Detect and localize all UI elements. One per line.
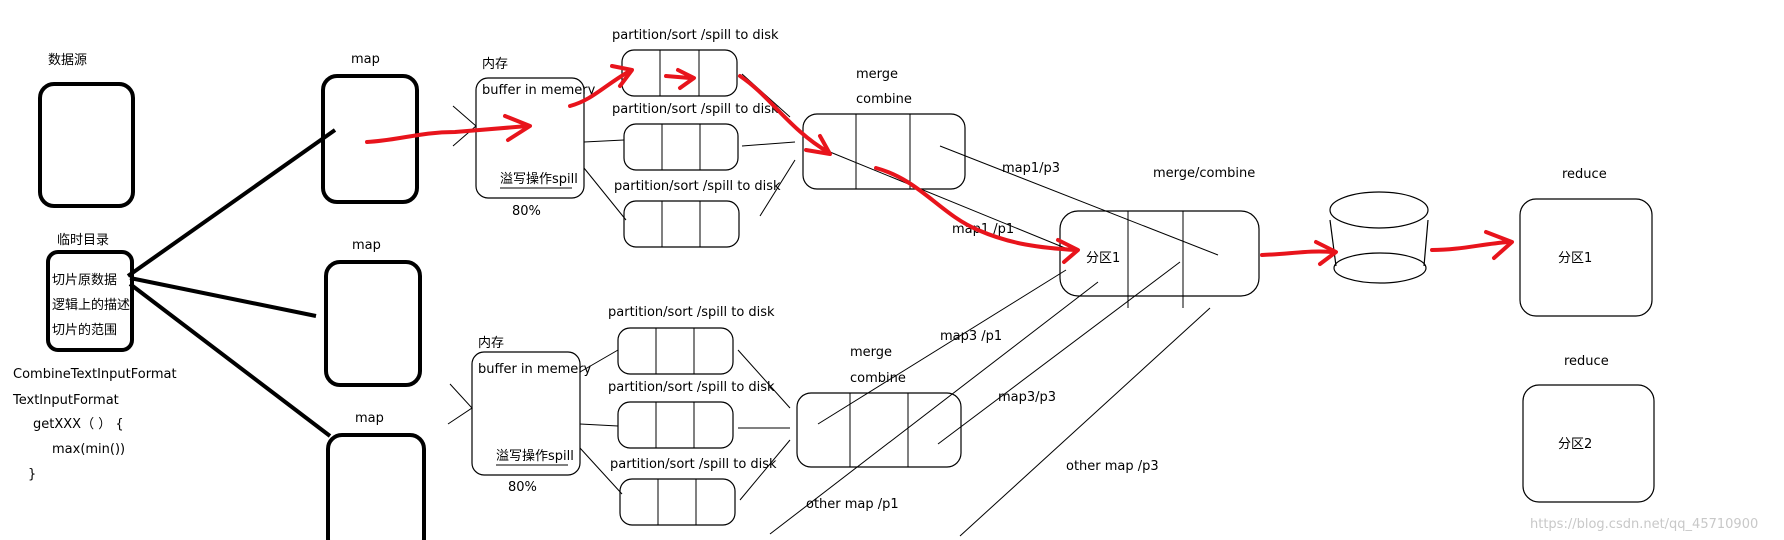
map1-label: map	[351, 52, 380, 67]
pst-label-6: partition/sort /spill to disk	[610, 457, 777, 472]
partition1-label: 分区1	[1086, 251, 1120, 266]
spill-file-3	[623, 200, 740, 248]
reduce2-label: reduce	[1564, 354, 1609, 369]
pst-label-1: partition/sort /spill to disk	[612, 28, 779, 43]
pct-top-label: 80%	[512, 204, 541, 219]
red-arrow-partition-to-disk	[1260, 249, 1334, 257]
flow-map1-p3	[939, 145, 1219, 256]
pst-label-2: partition/sort /spill to disk	[612, 102, 779, 117]
reduce1-label: reduce	[1562, 167, 1607, 182]
merge-bot-label: merge	[850, 345, 892, 360]
spill-top-label: 溢写操作spill	[500, 171, 578, 187]
link-buffer-spill6	[579, 447, 623, 495]
combine-bot-label: combine	[850, 371, 906, 386]
temp-dir-label: 临时目录	[57, 233, 109, 248]
temp-dir-box	[46, 250, 134, 352]
red-arrowhead-partition	[1056, 238, 1080, 264]
merge-combine-box	[1059, 210, 1260, 297]
map2-label: map	[352, 238, 381, 253]
map3-label: map	[355, 411, 384, 426]
link-tempdir-map3	[128, 282, 332, 438]
link-spills-merge-top-1	[741, 141, 796, 147]
link-buffer-spill2	[583, 139, 625, 143]
red-arrowhead-reduce	[1484, 230, 1514, 260]
flow-map3-p3	[937, 261, 1181, 445]
data-source-label: 数据源	[48, 53, 87, 68]
buffer-bot-box	[471, 351, 581, 476]
reduce1-box	[1519, 198, 1653, 317]
map1-p3-label: map1/p3	[1002, 161, 1060, 176]
spill-file-4	[617, 327, 734, 375]
arrow-map2-buffer	[447, 383, 473, 425]
merge-top-label: merge	[856, 67, 898, 82]
link-tempdir-map1	[126, 128, 337, 278]
red-arrowhead-merge	[804, 134, 832, 156]
link-buffer-spill4	[579, 349, 619, 373]
spill-bot-label: 溢写操作spill	[496, 448, 574, 464]
merge-combine-label: merge/combine	[1153, 166, 1255, 181]
pst-label-4: partition/sort /spill to disk	[608, 305, 775, 320]
pst-label-3: partition/sort /spill to disk	[614, 179, 781, 194]
spill-file-5	[617, 401, 734, 449]
spill-file-6	[619, 478, 736, 526]
map3-box	[326, 433, 426, 540]
flow-map1-p1	[829, 151, 1071, 251]
red-arrowhead-spill	[610, 64, 634, 88]
link-spills-merge-bot-3	[739, 439, 791, 501]
buffer-bot-label: buffer in memery	[478, 362, 592, 377]
map1-p1-label: map1 /p1	[952, 222, 1014, 237]
split-line-2: 逻辑上的描述	[52, 297, 130, 313]
reduce2-partition-label: 分区2	[1558, 437, 1592, 452]
red-arrow-buffer-to-spill	[568, 70, 630, 108]
pst-label-5: partition/sort /spill to disk	[608, 380, 775, 395]
code-line-5: }	[28, 467, 36, 482]
watermark: https://blog.csdn.net/qq_45710900	[1530, 517, 1758, 532]
split-line-3: 切片的范围	[52, 322, 117, 338]
disk-cylinder	[1329, 219, 1429, 267]
red-arrow-spill-to-merge	[738, 74, 830, 154]
arrow-map1-buffer	[452, 105, 477, 147]
data-source-box	[38, 82, 135, 208]
flow-other-p3	[959, 307, 1211, 537]
split-line-1: 切片原数据	[52, 273, 117, 288]
spill-file-2	[623, 123, 739, 171]
link-spills-merge-top-2	[759, 159, 796, 217]
link-tempdir-map2	[129, 276, 317, 318]
red-arrow-spill-inner	[664, 68, 696, 90]
flow-map3-p1	[817, 269, 1067, 425]
reduce1-partition-label: 分区1	[1558, 251, 1592, 266]
disk-top	[1329, 191, 1429, 229]
buffer-top-box	[475, 77, 585, 199]
disk-bottom	[1333, 252, 1427, 284]
reduce2-box	[1522, 384, 1655, 503]
merge-top-box	[802, 113, 966, 190]
map3-p1-label: map3 /p1	[940, 329, 1002, 344]
mem-top-label: 内存	[482, 56, 508, 72]
red-arrowhead-disk	[1314, 240, 1338, 266]
code-line-3: getXXX（ ） {	[33, 417, 124, 432]
link-buffer-spill3	[583, 167, 627, 221]
combine-top-label: combine	[856, 92, 912, 107]
red-arrow-disk-to-reduce	[1430, 240, 1510, 252]
red-arrow-merge-to-partition	[874, 166, 1078, 252]
other-map-p3-label: other map /p3	[1066, 459, 1159, 474]
map2-box	[324, 260, 422, 387]
mem-bot-label: 内存	[478, 335, 504, 351]
other-map-p1-label: other map /p1	[806, 497, 899, 512]
code-line-4: max(min())	[52, 442, 125, 457]
code-line-2: TextInputFormat	[12, 393, 119, 408]
pct-bot-label: 80%	[508, 480, 537, 495]
map1-box	[321, 74, 419, 204]
link-spills-merge-bot-1	[737, 349, 791, 409]
link-buffer-spill5	[579, 423, 619, 427]
red-arrowhead-buffer	[503, 114, 532, 142]
code-line-1: CombineTextInputFormat	[13, 367, 177, 382]
merge-bot-box	[796, 392, 962, 468]
spill-file-1	[621, 49, 738, 97]
red-arrow-map-to-buffer	[365, 124, 530, 144]
map3-p3-label: map3/p3	[998, 390, 1056, 405]
buffer-top-label: buffer in memery	[482, 83, 596, 98]
flow-other-p1	[769, 281, 1099, 535]
